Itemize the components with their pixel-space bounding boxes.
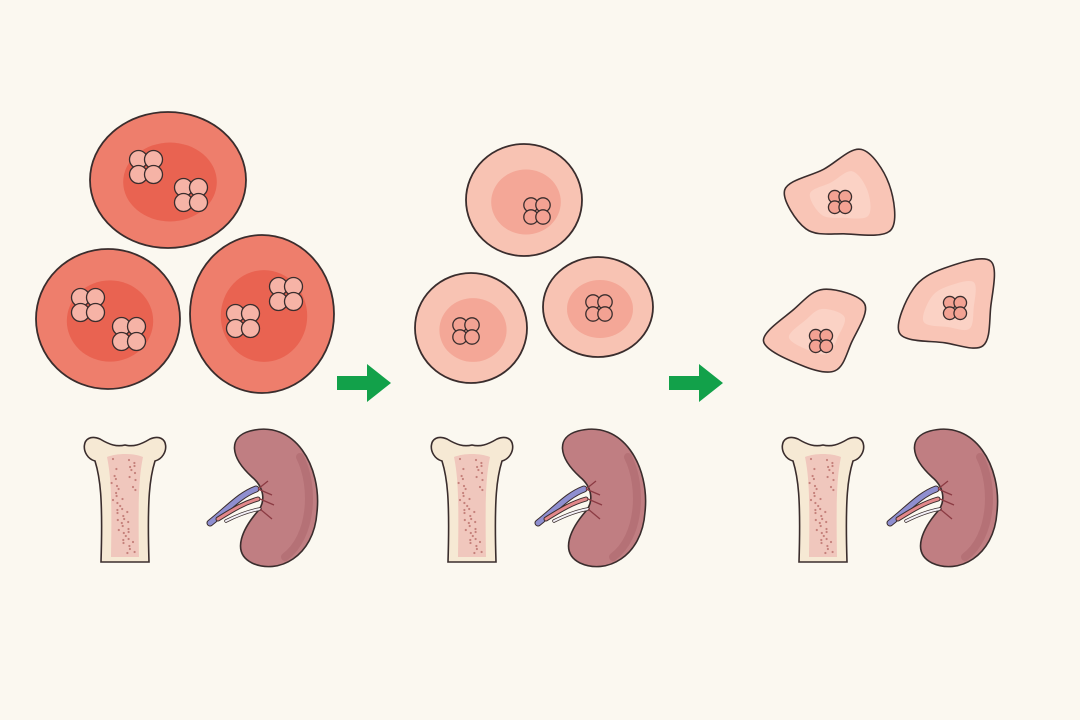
stage-2-cell-3 (542, 256, 654, 358)
nucleus-cluster (225, 303, 261, 339)
nucleus-cluster (523, 197, 551, 225)
stage-1-cell-3 (189, 234, 335, 394)
bone-icon (781, 436, 865, 563)
right-arrow-icon (337, 364, 391, 402)
stage-3-cell-3 (897, 258, 996, 349)
bone-icon (83, 436, 167, 563)
nucleus-cluster (128, 149, 164, 185)
stage-3-cell-2 (762, 288, 867, 373)
nucleus-cluster (111, 316, 147, 352)
nucleus-cluster (70, 287, 106, 323)
nucleus-cluster (942, 295, 968, 321)
bone-icon (430, 436, 514, 563)
nucleus-cluster (585, 294, 613, 322)
nucleus-cluster (808, 328, 834, 354)
right-arrow-icon (669, 364, 723, 402)
kidney-icon (206, 428, 319, 568)
kidney-icon (886, 428, 999, 568)
nucleus-cluster (452, 317, 480, 345)
stage-2-cell-1 (465, 143, 583, 257)
stage-1-cell-2 (35, 248, 181, 390)
stage-1-cell-1 (89, 111, 247, 249)
nucleus-cluster (827, 189, 853, 215)
nucleus-cluster (268, 276, 304, 312)
stage-2-cell-2 (414, 272, 528, 384)
stage-3-cell-1 (783, 148, 896, 237)
nucleus-cluster (173, 177, 209, 213)
kidney-icon (534, 428, 647, 568)
